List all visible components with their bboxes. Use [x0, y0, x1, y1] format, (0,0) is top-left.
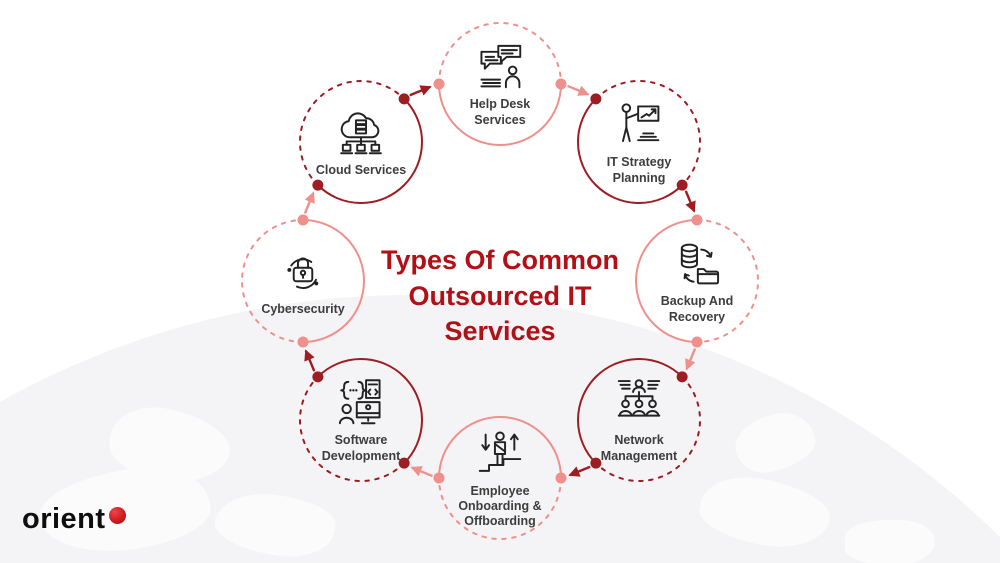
node-software-development: Software Development — [298, 357, 424, 483]
node-label: Backup And Recovery — [660, 294, 734, 324]
node-ring — [577, 358, 701, 482]
node-ring — [635, 214, 759, 348]
orient-logo-text: orient — [22, 503, 106, 535]
node-label: IT Strategy Planning — [606, 155, 672, 185]
node-label: Cloud Services — [315, 162, 407, 177]
diagram-title: Types Of Common Outsourced IT Services — [370, 243, 630, 350]
node-it-strategy-planning: IT Strategy Planning — [576, 79, 702, 205]
node-backup-and-recovery: Backup And Recovery — [634, 214, 760, 348]
map-blob — [845, 520, 935, 563]
node-ring — [433, 416, 567, 540]
title-line: Services — [444, 316, 556, 347]
node-employee-onboarding-offboarding: Employee Onboarding & Offboarding — [433, 415, 567, 541]
node-label: Software Development — [321, 433, 401, 463]
node-label: Help Desk Services — [469, 97, 531, 127]
software-development-icon — [338, 379, 381, 425]
backup-recovery-icon — [680, 243, 720, 285]
node-ring — [299, 358, 423, 482]
node-help-desk-services: Help Desk Services — [433, 21, 567, 147]
network-management-icon — [617, 379, 661, 417]
node-ring — [241, 214, 365, 348]
node-ring — [299, 80, 423, 204]
cloud-services-icon — [340, 112, 382, 155]
node-cybersecurity: Cybersecurity — [240, 214, 366, 348]
node-label: Network Management — [600, 433, 678, 463]
node-cloud-services: Cloud Services — [298, 79, 424, 205]
help-desk-icon — [480, 45, 522, 89]
title-line: Outsourced IT — [408, 280, 592, 311]
title-line: Types Of Common — [380, 245, 620, 275]
orient-logo-dot-icon — [108, 507, 126, 524]
node-label: Employee Onboarding & Offboarding — [458, 483, 542, 529]
node-network-management: Network Management — [576, 357, 702, 483]
employee-onboarding-icon — [478, 431, 522, 472]
it-strategy-icon — [621, 103, 660, 143]
node-ring — [433, 22, 567, 146]
cybersecurity-icon — [287, 257, 319, 289]
node-label: Cybersecurity — [261, 301, 345, 316]
node-ring — [577, 80, 701, 204]
orient-logo: orient — [22, 505, 126, 534]
